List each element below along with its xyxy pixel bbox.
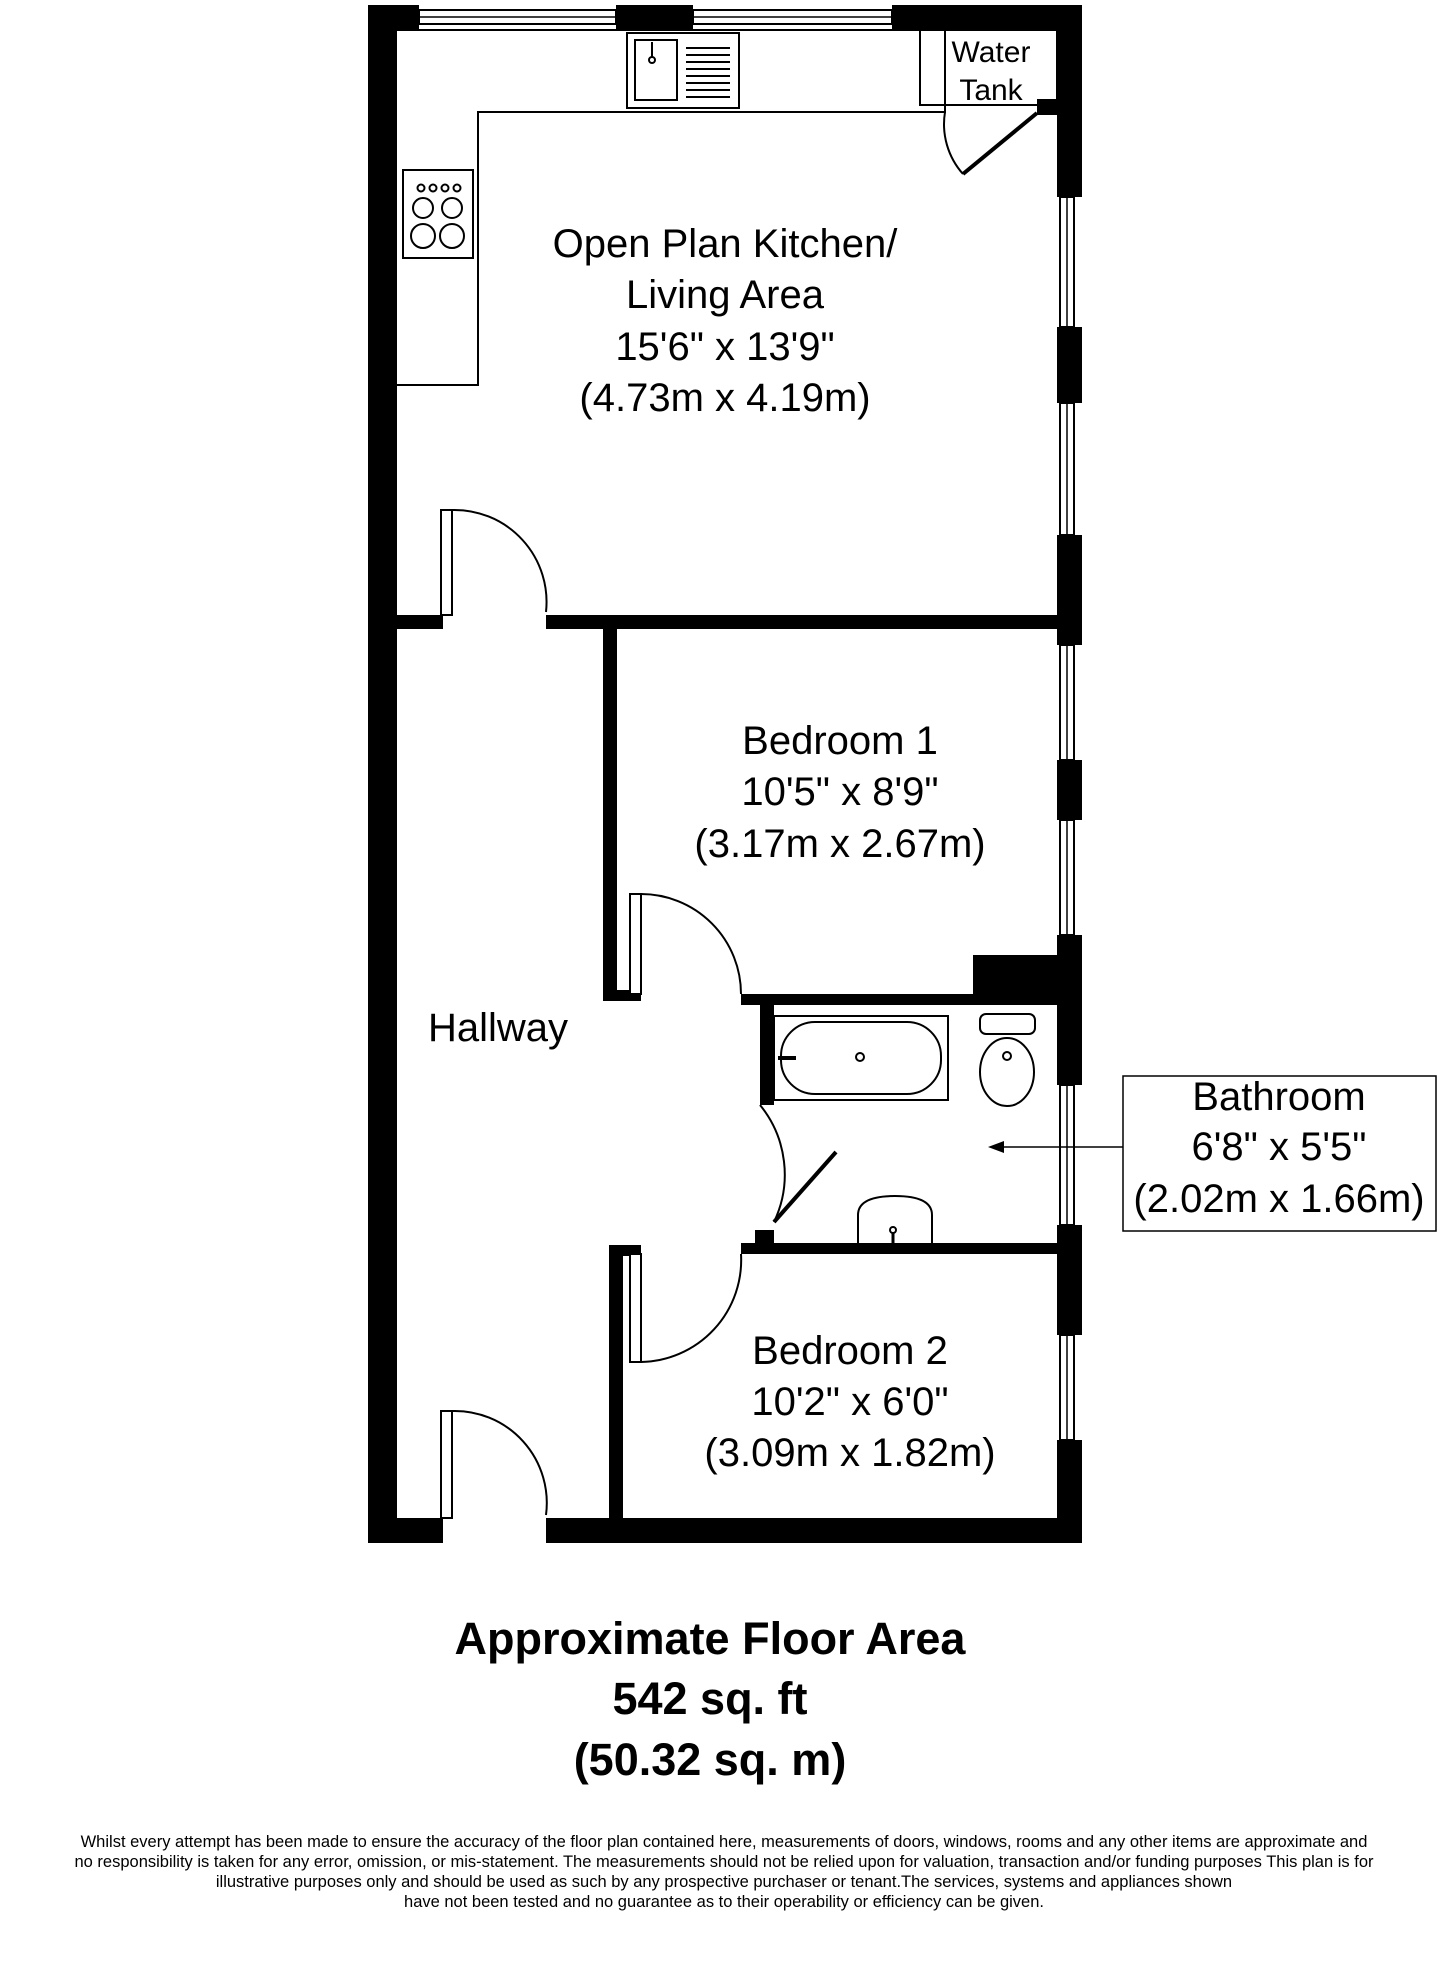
- sink-bowl: [634, 39, 678, 101]
- bathroom-door-swing: [759, 1104, 786, 1223]
- kitchen-door-swing: [451, 508, 548, 613]
- bathroom-door-leaf: [772, 1150, 838, 1224]
- wall-hall-bed2: [609, 1245, 623, 1520]
- wall-bed1-bath: [741, 994, 982, 1005]
- bedroom1-name: Bedroom 1: [742, 719, 938, 763]
- bath-tub: [780, 1021, 942, 1095]
- bathroom-size-metric: (2.02m x 1.66m): [1133, 1177, 1424, 1221]
- wall-kitchen-hall-left: [397, 615, 443, 629]
- wall-bath-corner: [973, 955, 1057, 1005]
- bathroom-fixtures: [773, 1013, 1036, 1243]
- disclaimer: Whilst every attempt has been made to en…: [0, 1832, 1448, 1912]
- floor-area-summary: Approximate Floor Area 542 sq. ft (50.32…: [455, 1613, 967, 1785]
- disclaimer-line-2: no responsibility is taken for any error…: [74, 1853, 1374, 1871]
- kitchen-units: [397, 29, 946, 386]
- wall-kitchen-bed1: [546, 615, 1066, 629]
- bathroom-size-imperial: 6'8" x 5'5": [1192, 1125, 1367, 1169]
- water-tank-cupboard: [919, 29, 1058, 176]
- bedroom2-door-swing: [640, 1253, 743, 1363]
- water-tank-label-1: Water: [952, 36, 1031, 69]
- kitchen-door-leaf: [440, 509, 453, 616]
- wall-hall-bed2-stub: [609, 1245, 641, 1256]
- bedroom2-door-leaf: [629, 1253, 642, 1363]
- bedroom2-name: Bedroom 2: [752, 1329, 948, 1373]
- disclaimer-line-1: Whilst every attempt has been made to en…: [80, 1833, 1368, 1851]
- wall-bath-hall: [760, 1005, 774, 1105]
- bedroom2-size-imperial: 10'2" x 6'0": [751, 1380, 948, 1424]
- wall-right-4: [1057, 760, 1082, 820]
- toilet-bowl: [979, 1037, 1035, 1107]
- wall-left: [368, 5, 397, 1543]
- bathroom-callout-box: [1122, 1075, 1437, 1232]
- wall-top-right: [892, 5, 1082, 30]
- kitchen-size-metric: (4.73m x 4.19m): [579, 376, 870, 420]
- room-labels: Water Tank Open Plan Kitchen/ Living Are…: [428, 36, 1425, 1475]
- sink: [626, 32, 740, 109]
- kitchen-size-imperial: 15'6" x 13'9": [615, 325, 834, 369]
- walls: [368, 5, 1082, 1543]
- windows: [418, 9, 1075, 1441]
- bedroom1-door-leaf: [629, 893, 642, 995]
- wall-right-2: [1057, 327, 1082, 403]
- bathroom-callout: [988, 1075, 1437, 1232]
- hob: [402, 169, 474, 259]
- wall-bottom-left: [368, 1518, 443, 1543]
- worktop-outline: [397, 29, 946, 386]
- wall-top-left: [368, 5, 419, 30]
- disclaimer-line-3: illustrative purposes only and should be…: [215, 1873, 1233, 1891]
- wall-hall-bed1: [603, 629, 617, 1001]
- hallway-name: Hallway: [428, 1006, 568, 1050]
- bathroom-name: Bathroom: [1192, 1075, 1365, 1119]
- bedroom1-size-imperial: 10'5" x 8'9": [741, 770, 938, 814]
- entrance-door-leaf: [440, 1410, 453, 1519]
- wall-right-6: [1057, 1225, 1082, 1335]
- wall-right-5: [1057, 935, 1082, 1085]
- doors: [440, 508, 838, 1519]
- disclaimer-line-4: have not been tested and no guarantee as…: [404, 1893, 1044, 1911]
- wall-bath-bed2: [741, 1243, 1057, 1254]
- wall-top-mid: [616, 5, 693, 30]
- toilet-cistern: [979, 1013, 1036, 1035]
- floor-area-imperial: 542 sq. ft: [612, 1673, 807, 1724]
- bathroom-callout-arrowhead: [988, 1141, 1004, 1153]
- floor-area-title: Approximate Floor Area: [455, 1613, 967, 1664]
- entrance-door-swing: [451, 1409, 548, 1516]
- kitchen-name-1: Open Plan Kitchen/: [553, 222, 899, 266]
- wall-hall-bed1-stub: [603, 990, 641, 1001]
- bedroom2-size-metric: (3.09m x 1.82m): [704, 1431, 995, 1475]
- water-tank-label-2: Tank: [959, 74, 1023, 107]
- floor-area-metric: (50.32 sq. m): [574, 1734, 847, 1785]
- drainer: [686, 47, 730, 98]
- floor-plan: Water Tank Open Plan Kitchen/ Living Are…: [368, 5, 1437, 1785]
- wall-right-1: [1057, 5, 1082, 197]
- kitchen-name-2: Living Area: [626, 273, 825, 317]
- bedroom1-size-metric: (3.17m x 2.67m): [694, 822, 985, 866]
- wall-bottom-right: [546, 1518, 1082, 1543]
- bedroom1-door-swing: [640, 893, 742, 995]
- wash-basin: [857, 1194, 933, 1243]
- bath-surround: [773, 1015, 949, 1101]
